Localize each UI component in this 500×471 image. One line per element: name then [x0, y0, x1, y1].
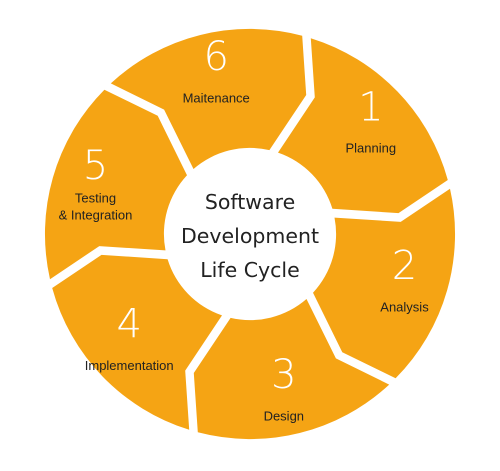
segment-number: 3	[271, 352, 296, 398]
center-disc	[166, 150, 334, 318]
segment-label-line: Analysis	[380, 300, 429, 315]
segment-label-line: Planning	[345, 141, 396, 156]
segment-label-line: Implementation	[85, 358, 174, 373]
center-title-line-2: Development	[181, 224, 319, 248]
segment-number: 4	[116, 302, 141, 348]
segment-number: 2	[392, 243, 417, 289]
segment-label-line: Testing	[75, 191, 116, 206]
segment-number: 6	[203, 34, 228, 80]
center-title-line-1: Software	[205, 190, 295, 214]
center-title-line-3: Life Cycle	[200, 258, 300, 282]
segment-shape	[193, 299, 390, 440]
segment-shape	[52, 254, 223, 430]
segment-shape	[278, 38, 448, 214]
segment-number: 1	[358, 84, 383, 130]
segment-shape	[110, 28, 307, 169]
segment-label-line: Maitenance	[183, 91, 250, 106]
segment-label-line: Design	[264, 408, 304, 423]
segment-number: 5	[83, 143, 108, 189]
segments-layer: 1Planning2Analysis3Design4Implementation…	[44, 28, 456, 440]
segment-shape	[44, 89, 187, 280]
segment-shape	[313, 188, 456, 379]
segment-label-line: & Integration	[59, 208, 133, 223]
